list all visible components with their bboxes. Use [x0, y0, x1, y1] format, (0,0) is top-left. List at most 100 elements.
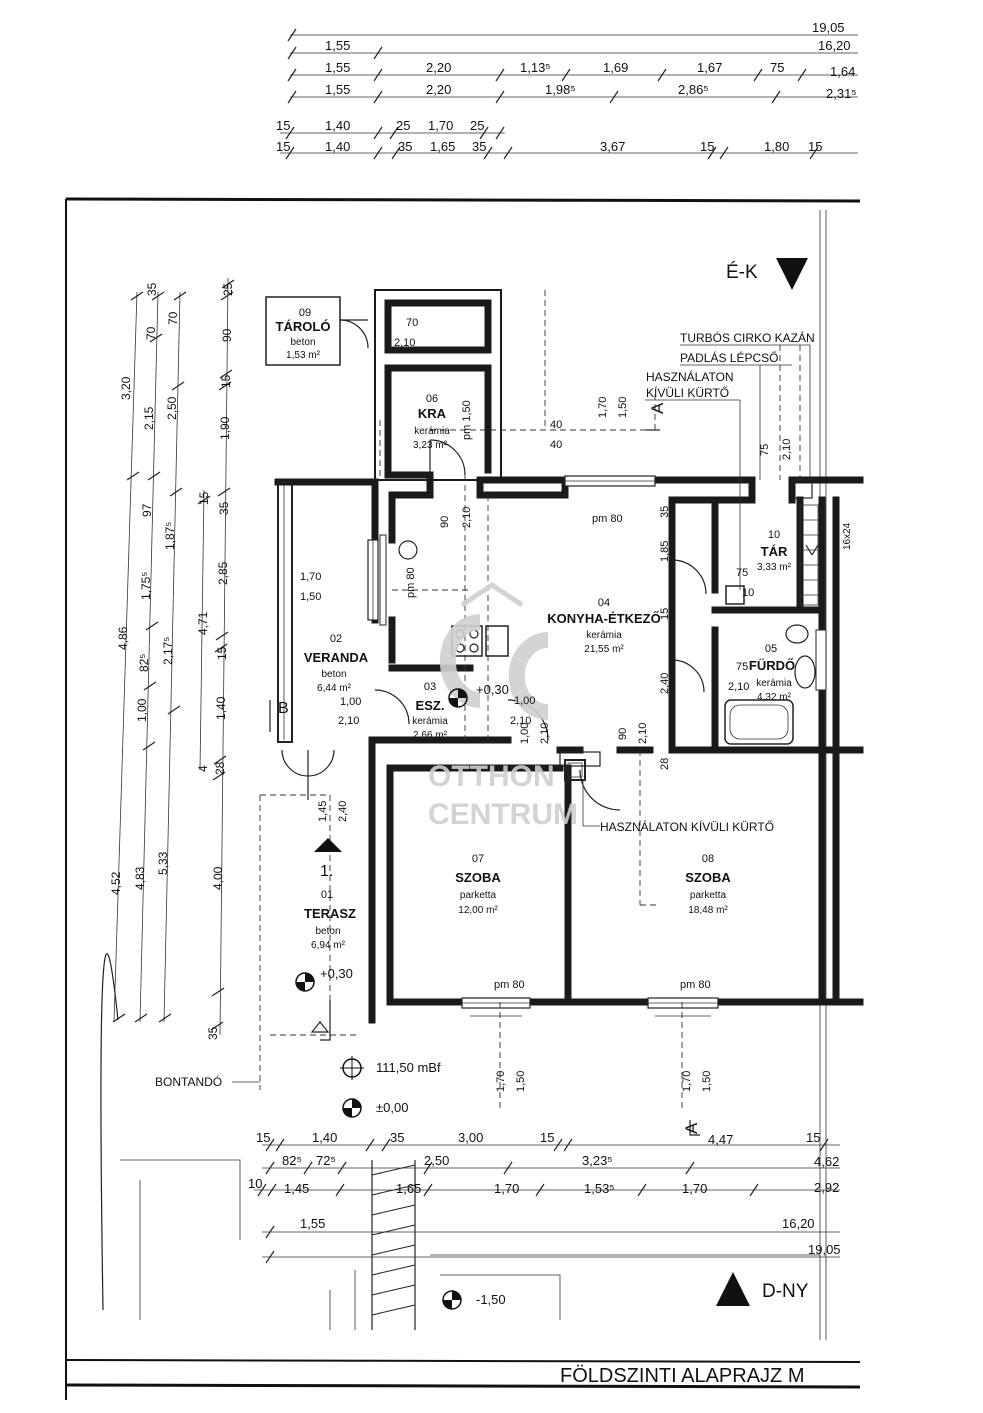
bathtub-icon — [724, 699, 794, 745]
opening-dim: 1,70 — [597, 397, 609, 418]
dim-left: 1,87⁵ — [163, 522, 177, 550]
opening-dim: 2,10 — [728, 681, 749, 693]
dim-bottom: 1,40 — [312, 1130, 337, 1145]
dim-bottom: 10 — [248, 1176, 262, 1191]
dim-left: 15 — [197, 491, 211, 505]
opening-dim: pm 80 — [405, 567, 417, 598]
dim-left: 35 — [217, 501, 231, 515]
svg-text:3,23 m²: 3,23 m² — [413, 440, 448, 451]
dim-bottom: 19,05 — [808, 1242, 841, 1257]
svg-text:parketta: parketta — [690, 890, 727, 901]
watermark-brand: OTTHON — [428, 760, 555, 793]
opening-dim: 10 — [742, 587, 754, 599]
dim-left: 28 — [213, 761, 227, 775]
dim-bottom: 82⁵ — [282, 1153, 302, 1168]
svg-text:KONYHA-ÉTKEZŐ: KONYHA-ÉTKEZŐ — [547, 611, 660, 626]
drawing-frame — [65, 197, 861, 1400]
svg-text:05: 05 — [765, 643, 777, 655]
room-label: 10 TÁR 3,33 m² — [757, 529, 792, 573]
svg-text:kerámia: kerámia — [414, 426, 450, 437]
dim-left: 4,86 — [116, 626, 130, 650]
orientation-markers: É-K D-NY 1. — [314, 258, 809, 1306]
top-dimensions: 19,05 1,55 16,20 1,55 2,20 1,13⁵ 1,69 1,… — [276, 20, 858, 160]
svg-text:06: 06 — [426, 393, 438, 405]
orientation-sw: D-NY — [762, 1281, 809, 1302]
svg-text:TÁR: TÁR — [761, 544, 788, 559]
dim-top: 15 — [808, 139, 822, 154]
svg-text:21,55 m²: 21,55 m² — [584, 644, 624, 655]
dim-left: 15 — [219, 374, 233, 388]
opening-dim: 2,40 — [337, 801, 349, 822]
room-label: 01 TERASZ beton 6,94 m² — [304, 889, 356, 951]
dim-left: 15 — [215, 646, 229, 660]
opening-dim: 1,70 — [495, 1071, 507, 1092]
dim-left: 1,75⁵ — [139, 572, 153, 600]
dim-bottom: 35 — [390, 1130, 404, 1145]
opening-dim: 1,00 — [514, 695, 535, 707]
dim-top: 25 — [396, 118, 410, 133]
opening-dim: 2,10 — [637, 723, 649, 744]
dim-top: 1,13⁵ — [520, 60, 551, 75]
bottom-dimensions: 15 1,40 35 3,00 15 4,47 15 82⁵ 72⁵ 2,50 … — [248, 1130, 841, 1264]
level-markers: +0,30 +0,30 111,50 mBf ±0,00 -1,50 — [295, 682, 509, 1310]
svg-text:07: 07 — [472, 853, 484, 865]
dim-left: 2,17⁵ — [161, 637, 175, 665]
windows — [367, 475, 827, 1017]
opening-dim: 1,00 — [519, 723, 531, 744]
dim-top: 1,64 — [830, 64, 855, 79]
watermark-brand2: CENTRUM — [428, 798, 578, 831]
north-east-arrow-icon — [776, 258, 808, 290]
opening-dim: 2,10 — [539, 723, 551, 744]
dim-bottom: 15 — [806, 1130, 820, 1145]
svg-text:TÁROLÓ: TÁROLÓ — [276, 319, 331, 334]
entrance-arrow-icon — [314, 838, 342, 852]
section-marks: A A B — [269, 402, 701, 1136]
dim-top: 15 — [700, 139, 714, 154]
svg-text:01: 01 — [321, 889, 333, 901]
svg-text:08: 08 — [702, 853, 714, 865]
dim-bottom: 1,65 — [396, 1181, 421, 1196]
dim-left: 4,00 — [211, 866, 225, 890]
svg-text:ESZ.: ESZ. — [416, 698, 445, 713]
opening-dim: 1,00 — [340, 696, 361, 708]
chimney-icon — [564, 759, 586, 781]
level-marker-icon — [448, 688, 468, 708]
dim-bottom: 1,70 — [682, 1181, 707, 1196]
dim-bottom: 3,00 — [458, 1130, 483, 1145]
opening-dim: 75 — [736, 567, 748, 579]
room-label: 02 VERANDA beton 6,44 m² — [304, 633, 369, 694]
opening-dim: 1,70 — [300, 571, 321, 583]
svg-text:kerámia: kerámia — [412, 716, 448, 727]
svg-text:04: 04 — [598, 597, 610, 609]
svg-text:18,48 m²: 18,48 m² — [688, 905, 728, 916]
dim-left: 82⁵ — [137, 654, 151, 672]
opening-dim: 1,50 — [701, 1071, 713, 1092]
svg-text:beton: beton — [315, 926, 340, 937]
svg-text:3,33 m²: 3,33 m² — [757, 562, 792, 573]
note-attic-stair: PADLÁS LÉPCSŐ — [680, 350, 778, 365]
fixtures — [398, 479, 819, 781]
dim-left: 4 — [196, 765, 210, 772]
entrance-number: 1. — [320, 863, 333, 880]
opening-dim: 35 — [659, 506, 671, 518]
dim-top: 1,40 — [325, 139, 350, 154]
notes: TURBÓS CIRKO KAZÁN PADLÁS LÉPCSŐ HASZNÁL… — [155, 330, 853, 1089]
opening-dim: 2,10 — [338, 715, 359, 727]
svg-text:beton: beton — [321, 669, 346, 680]
level-basement: -1,50 — [476, 1292, 506, 1307]
outside-stair — [120, 1000, 820, 1330]
dim-bottom: 3,23⁵ — [582, 1153, 613, 1168]
svg-text:TERASZ: TERASZ — [304, 906, 356, 921]
svg-text:VERANDA: VERANDA — [304, 650, 369, 665]
opening-dim: 70 — [406, 317, 418, 329]
room-label: 05 FÜRDŐ kerámia 4,32 m² — [749, 643, 795, 703]
room-label: 06 KRA kerámia 3,23 m² — [413, 393, 450, 451]
dim-left: 4,71 — [196, 611, 210, 635]
dim-left: 35 — [206, 1026, 220, 1040]
note-demolish: BONTANDÓ — [155, 1074, 222, 1089]
dim-top: 1,55 — [325, 38, 350, 53]
room-label: 08 SZOBA parketta 18,48 m² — [685, 853, 731, 916]
opening-dim: pm 80 — [494, 979, 525, 991]
dim-top: 16,20 — [818, 38, 851, 53]
opening-dim: 90 — [439, 516, 451, 528]
